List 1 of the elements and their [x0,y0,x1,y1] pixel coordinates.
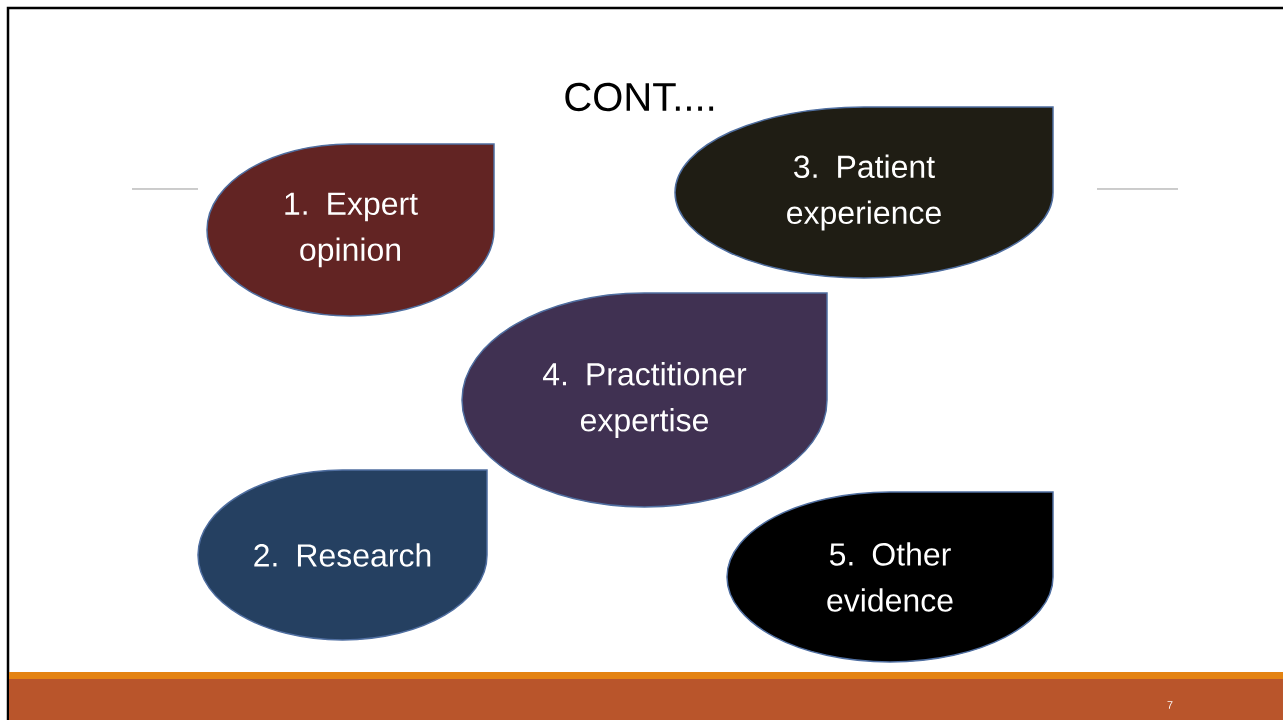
page-number: 7 [1167,701,1173,709]
